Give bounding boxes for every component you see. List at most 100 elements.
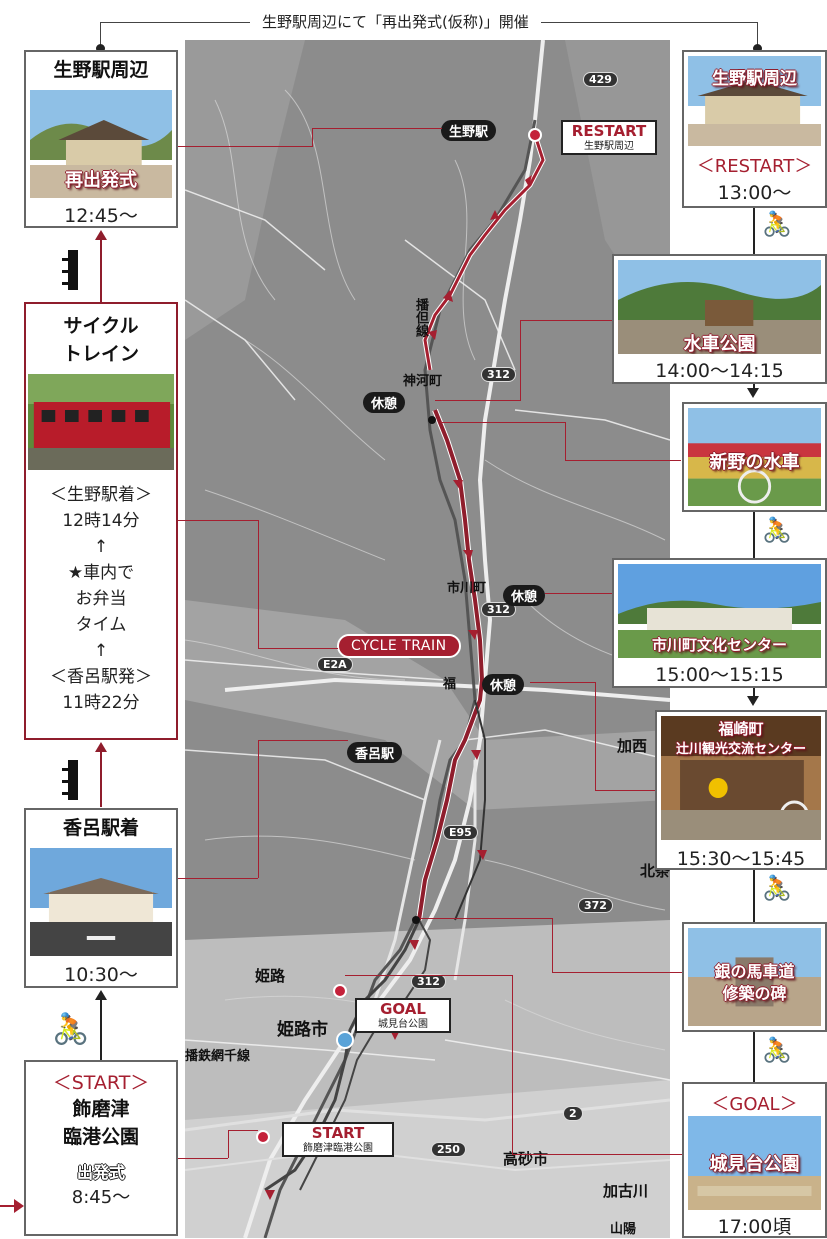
leader-suisha-v [520, 320, 521, 400]
cycle-train-schedule: ＜生野駅着＞ 12時14分 ↑ ★車内で お弁当 タイム ↑ ＜香呂駅発＞ 11… [26, 482, 176, 716]
rest-stop-3-tag: 休憩 [482, 674, 525, 695]
restart-marker [528, 128, 542, 142]
ichikawa-photo: 市川町文化センター [618, 564, 821, 658]
start-ceremony-label: 出発式 [76, 1163, 125, 1182]
schedule-line-5: お弁当 [75, 589, 127, 609]
leader-goal [512, 1154, 682, 1155]
goal-panel: ＜GOAL＞ 城見台公園 17:00頃 [682, 1082, 827, 1238]
leader-fukusaki-h2 [530, 682, 596, 683]
kakogawa-label: 加古川 [603, 1182, 649, 1200]
shinno-panel: 新野の水車 [682, 402, 827, 512]
schedule-line-6: タイム [75, 615, 127, 635]
road-312-south: 312 [411, 974, 446, 989]
suisha-overlay: 水車公園 [683, 334, 756, 354]
himeji-label: 姫路 [255, 967, 286, 985]
fukusaki-overlay-1: 福崎町 [718, 720, 764, 738]
arrow-to-cycle-train [95, 742, 107, 752]
ikuno-station-image [30, 90, 172, 198]
leader-ikuno-h2 [312, 128, 442, 129]
ginno-monument-image [688, 928, 821, 1026]
train-icon-2-svg [62, 760, 78, 800]
restart-label: RESTART 生野駅周辺 [561, 120, 657, 155]
ikuno-time: 12:45〜 [64, 205, 138, 227]
goal-park-image [688, 1116, 821, 1210]
suisha-time: 14:00〜14:15 [655, 360, 784, 382]
line-fukusaki-ginno [753, 870, 755, 922]
ichikawa-center-image [618, 564, 821, 658]
ikuno-panel: 生野駅周辺 再出発式 12:45〜 [24, 50, 178, 228]
takasago-label: 高砂市 [503, 1150, 549, 1168]
leader-koro-h2 [258, 740, 348, 741]
leader-start [178, 1158, 228, 1159]
start-label-sub: 飾磨津臨港公園 [303, 1143, 373, 1154]
suisha-photo: 水車公園 [618, 260, 821, 354]
train-icon-1 [60, 248, 84, 292]
schedule-line-3: ↑ [93, 537, 109, 557]
leader-start-h2 [228, 1130, 258, 1131]
road-372: 372 [578, 898, 613, 913]
start-label: START 飾磨津臨港公園 [282, 1122, 394, 1157]
rest-stop-1-tag: 休憩 [363, 392, 406, 413]
bicycle-icon-3: 🚴 [762, 874, 792, 902]
line-to-koro [100, 1000, 102, 1060]
start-label: ＜START＞ [52, 1072, 150, 1094]
start-pointer-head [14, 1199, 24, 1213]
leader-shinno [565, 460, 681, 461]
line-to-ikuno [100, 240, 102, 302]
header-dot-right [753, 44, 762, 53]
schedule-line-8: ＜香呂駅発＞ [50, 667, 152, 687]
restart-overlay: 生野駅周辺 [712, 69, 797, 89]
leader-goal-v [512, 975, 513, 1155]
line-restart-suisha [753, 208, 755, 254]
goal-label-main: GOAL [380, 1000, 426, 1018]
fukusaki-image [661, 716, 821, 840]
line-name-label: 播鉄網千線 [185, 1049, 251, 1064]
leader-goal-h2 [345, 975, 513, 976]
header-bracket-right [757, 22, 758, 48]
shinno-overlay: 新野の水車 [709, 452, 800, 473]
ikuno-photo: 再出発式 [30, 90, 172, 198]
schedule-line-9: 11時22分 [62, 693, 140, 713]
goal-photo: 城見台公園 [688, 1116, 821, 1210]
koro-station-image [30, 848, 172, 956]
leader-start-v [228, 1130, 229, 1158]
ginno-overlay-1: 銀の馬車道 [714, 962, 795, 981]
kasai-label: 加西 [617, 737, 648, 755]
road-312-north: 312 [481, 367, 516, 382]
goal-label-sub: 城見台公園 [378, 1019, 428, 1030]
train-icon-1-svg [62, 250, 78, 290]
road-429: 429 [583, 72, 618, 87]
line-to-cycle-train [100, 752, 102, 807]
goal-overlay: 城見台公園 [709, 1154, 800, 1175]
route-map: 429 312 312 E2A E95 372 312 2 250 播但線 神河… [185, 40, 670, 1238]
bantan-line-label: 播但線 [413, 298, 428, 337]
train-icon-2 [60, 758, 84, 802]
fukusaki-time: 15:30〜15:45 [676, 848, 806, 870]
ichikawa-panel: 市川町文化センター 15:00〜15:15 [612, 558, 827, 688]
restart-label: ＜RESTART＞ [696, 156, 813, 177]
goal-time: 17:00頃 [717, 1216, 792, 1238]
goal-marker [333, 984, 347, 998]
ichikawa-overlay: 市川町文化センター [651, 636, 787, 654]
fukusaki-overlay-2: 辻川観光交流センター [675, 742, 806, 757]
cycle-train-title-1: サイクル [63, 315, 139, 337]
road-e2a: E2A [317, 657, 353, 672]
leader-ikuno-v [312, 128, 313, 146]
road-312-mid: 312 [481, 602, 516, 617]
leader-ginno-v [552, 918, 553, 972]
leader-koro [178, 878, 258, 879]
fuku-label: 福 [443, 677, 457, 692]
arrow-to-ikuno [95, 230, 107, 240]
koro-panel: 香呂駅着 10:30〜 [24, 808, 178, 988]
leader-suisha-h2 [435, 400, 521, 401]
line-suisha-shinno [753, 384, 755, 390]
ikuno-title: 生野駅周辺 [53, 59, 149, 81]
schedule-line-2: 12時14分 [62, 511, 140, 531]
start-name-2: 臨港公園 [62, 1126, 139, 1148]
suisha-panel: 水車公園 14:00〜14:15 [612, 254, 827, 384]
start-label-main: START [311, 1124, 365, 1142]
leader-ichikawa [545, 593, 615, 594]
restart-photo: 生野駅周辺 [688, 56, 821, 146]
schedule-line-7: ↑ [93, 641, 109, 661]
shinno-waterwheel-image [688, 408, 821, 506]
